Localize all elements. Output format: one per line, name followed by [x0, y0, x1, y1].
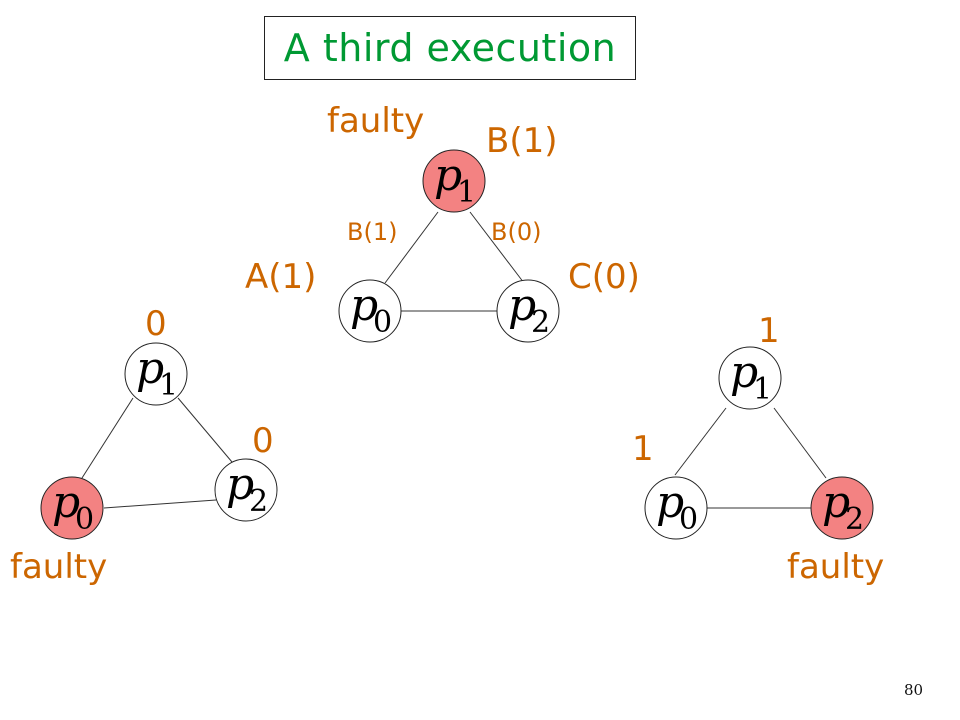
top-node-p0-name: p — [350, 280, 378, 331]
right-node-p0-subscript: 0 — [679, 502, 698, 537]
top-node-p2-subscript: 2 — [531, 305, 550, 340]
left-node-p2-subscript: 2 — [249, 484, 268, 519]
edge-top-p1-p2 — [469, 211, 525, 284]
edge-right-p1-p0 — [674, 407, 727, 476]
right-node-p1-subscript: 1 — [753, 372, 772, 407]
top-node-p1-circle — [422, 149, 486, 213]
right-node-p1-circle — [718, 346, 782, 410]
top-edge-label-p1-p2: B(0) — [491, 218, 542, 246]
edge-left-p0-p2 — [103, 499, 217, 509]
top-node-p2-circle — [496, 279, 560, 343]
slide-title: A third execution — [264, 16, 636, 80]
right-faulty-label: faulty — [787, 547, 885, 587]
right-node-p0: p0 — [644, 476, 708, 540]
top-edge-label-p1-p0: B(1) — [347, 218, 398, 246]
top-p1-value: B(1) — [486, 121, 558, 161]
left-p2-value: 0 — [252, 421, 274, 461]
top-node-p2: p2 — [496, 279, 560, 343]
top-faulty-label: faulty — [327, 101, 425, 141]
top-p0-value: A(1) — [245, 257, 317, 297]
edge-top-p1-p0 — [384, 211, 439, 284]
left-p1-value: 0 — [145, 304, 167, 344]
top-p2-value: C(0) — [568, 257, 640, 297]
left-node-p2-name: p — [226, 459, 254, 510]
right-node-p2-subscript: 2 — [845, 502, 864, 537]
left-node-p1-subscript: 1 — [159, 368, 178, 403]
left-faulty-label: faulty — [10, 547, 108, 587]
left-node-p1-circle — [124, 342, 188, 406]
right-p0-value: 1 — [632, 429, 654, 469]
top-node-p1-subscript: 1 — [457, 175, 476, 210]
right-node-p2: p2 — [810, 476, 874, 540]
left-node-p0-name: p — [52, 477, 80, 528]
top-node-p0: p0 — [338, 279, 402, 343]
edge-right-p1-p2 — [773, 407, 827, 479]
right-node-p0-name: p — [656, 477, 684, 528]
left-node-p0-circle — [40, 476, 104, 540]
left-node-p1: p1 — [124, 342, 188, 406]
right-node-p1-name: p — [730, 347, 758, 398]
right-node-p2-circle — [810, 476, 874, 540]
top-node-p2-name: p — [508, 280, 536, 331]
top-node-p1-name: p — [434, 150, 462, 201]
page-number: 80 — [904, 681, 924, 699]
top-triangle-edges — [384, 211, 525, 312]
top-node-p1: p1 — [422, 149, 486, 213]
right-triangle-edges — [674, 407, 827, 509]
right-node-p0-circle — [644, 476, 708, 540]
left-node-p2: p2 — [214, 458, 278, 522]
left-node-p2-circle — [214, 458, 278, 522]
left-node-p1-name: p — [136, 343, 164, 394]
top-node-p0-circle — [338, 279, 402, 343]
left-node-p0: p0 — [40, 476, 104, 540]
edge-left-p1-p2 — [177, 397, 233, 463]
right-p1-value: 1 — [758, 311, 780, 351]
right-node-p1: p1 — [718, 346, 782, 410]
edge-left-p1-p0 — [81, 397, 134, 479]
left-node-p0-subscript: 0 — [75, 502, 94, 537]
top-node-p0-subscript: 0 — [373, 305, 392, 340]
left-triangle-edges — [81, 397, 233, 509]
right-node-p2-name: p — [822, 477, 850, 528]
